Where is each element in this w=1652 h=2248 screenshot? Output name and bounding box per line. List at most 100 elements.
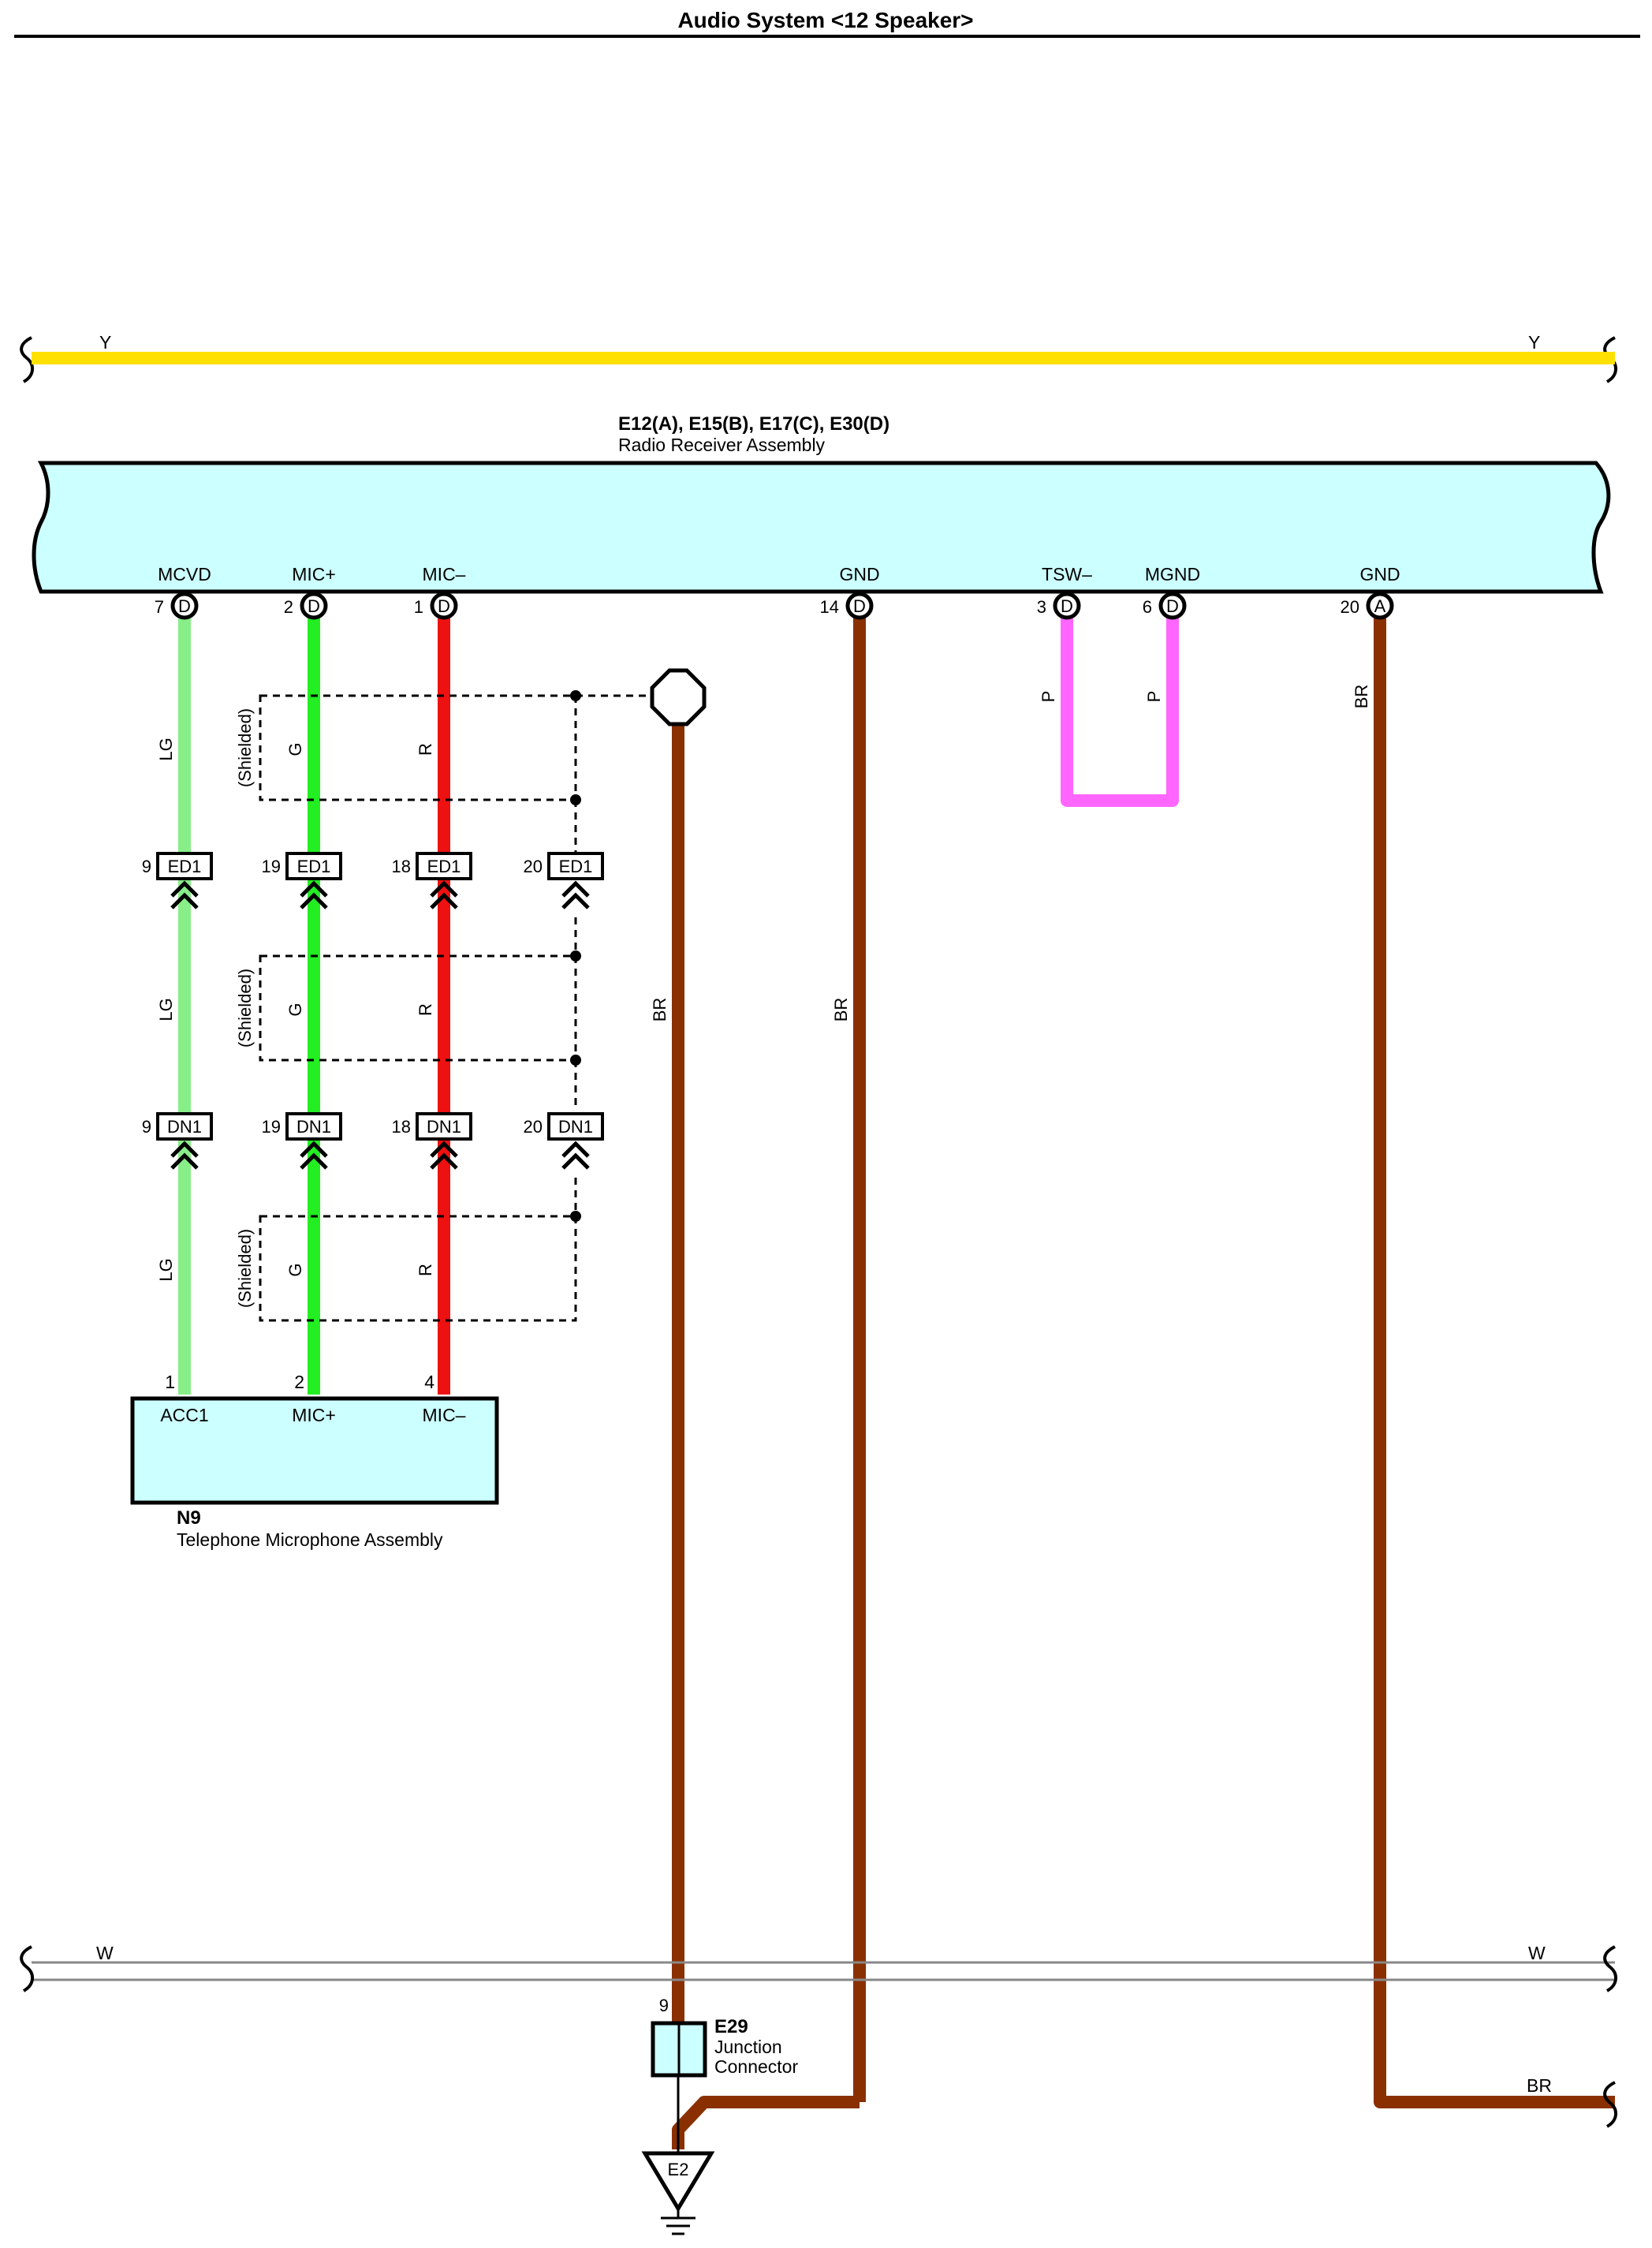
shield-group-1 <box>259 690 652 852</box>
pin-number: 3 <box>1037 597 1046 617</box>
wire-br-gnd20 <box>1374 618 1615 2108</box>
connector-box <box>547 1112 604 1141</box>
junction-pin: 9 <box>659 1996 669 2015</box>
connector-box <box>285 852 342 880</box>
shielded-label: (Shielded) <box>235 708 255 787</box>
mic-code: N9 <box>177 1507 201 1529</box>
wire-label-lg: LG <box>156 998 176 1021</box>
y-bus-label-left: Y <box>99 332 111 353</box>
terminal-letter: D <box>178 596 191 616</box>
connector-pin-number: 20 <box>524 1117 543 1137</box>
wire-label-lg: LG <box>156 738 176 760</box>
wire-br-merge <box>672 2096 860 2149</box>
terminal-circle <box>300 592 328 620</box>
page-title: Audio System <12 Speaker> <box>677 8 973 32</box>
connector-pin-number: 9 <box>142 1117 151 1137</box>
br-bus-label-right: BR <box>1527 2075 1552 2096</box>
mic-pin-name: MIC+ <box>292 1405 336 1425</box>
pin-number: 20 <box>1341 597 1359 617</box>
wire-label-br: BR <box>650 998 669 1022</box>
connector-pin-number: 19 <box>262 857 281 876</box>
wire-label-p: P <box>1144 691 1164 703</box>
radio-pin-name: TSW– <box>1042 564 1092 584</box>
mic-assembly-box <box>130 1396 499 1505</box>
connector-label: ED1 <box>559 857 593 876</box>
radio-pin-name: MGND <box>1145 564 1200 584</box>
ground-label: E2 <box>668 2160 689 2179</box>
wire-label-r: R <box>416 743 435 756</box>
mic-pin-number: 2 <box>294 1372 304 1392</box>
y-bus-label-right: Y <box>1528 332 1540 353</box>
connector-box <box>416 852 472 880</box>
wire-p-loop <box>1061 618 1179 807</box>
wire-label-g: G <box>285 1263 305 1276</box>
connector-label: DN1 <box>296 1117 331 1137</box>
radio-terminal-letters: D D D D D D A <box>178 596 1386 616</box>
ground-triangle <box>641 2151 715 2213</box>
wire-label-br: BR <box>831 998 851 1022</box>
connector-arrow <box>170 1141 590 1170</box>
mic-pin-name: ACC1 <box>160 1405 208 1425</box>
w-bus <box>20 1945 1617 2128</box>
junction-name-2: Connector <box>714 2056 798 2077</box>
wires <box>178 618 1615 2149</box>
terminal-letter: D <box>853 596 866 616</box>
shield-group-2 <box>259 917 581 1111</box>
connector-arrow <box>170 880 590 909</box>
ed1-labels: ED1 ED1 ED1 ED1 9 19 18 20 <box>142 857 593 876</box>
wire-label-lg: LG <box>156 1258 176 1281</box>
radio-pin-name: GND <box>1359 564 1400 584</box>
terminal-letter: D <box>1061 596 1073 616</box>
w-bus-label-left: W <box>96 1943 114 1963</box>
mic-pin-name: MIC– <box>423 1405 466 1425</box>
radio-pin-name: MIC– <box>423 564 466 584</box>
radio-terminals <box>170 592 1394 620</box>
radio-pin-name: MCVD <box>158 564 211 584</box>
radio-pin-name: MIC+ <box>292 564 336 584</box>
shielded-label: (Shielded) <box>235 1229 255 1308</box>
radio-name: Radio Receiver Assembly <box>618 435 826 455</box>
y-bus <box>20 336 1617 383</box>
shielded-label: (Shielded) <box>235 969 255 1047</box>
connector-box <box>156 1112 213 1141</box>
shield-ground-octagon <box>650 668 707 726</box>
junction-connector <box>651 2021 707 2078</box>
pin-number: 6 <box>1143 597 1152 617</box>
terminal-letter: D <box>308 596 320 616</box>
wire-label-r: R <box>416 1264 435 1276</box>
terminal-circle <box>1053 592 1081 620</box>
terminal-letter: D <box>1166 596 1179 616</box>
radio-pin-names: MCVD MIC+ MIC– GND TSW– MGND GND <box>158 564 1400 584</box>
connector-label: ED1 <box>168 857 202 876</box>
pin-number: 2 <box>284 597 293 617</box>
connector-box <box>285 1112 342 1141</box>
connector-pin-number: 20 <box>524 857 543 876</box>
dn1-labels: DN1 DN1 DN1 DN1 9 19 18 20 <box>142 1117 593 1137</box>
connector-box <box>156 852 213 880</box>
connector-label: ED1 <box>297 857 331 876</box>
pin-number: 7 <box>155 597 164 617</box>
junction-name-1: Junction <box>714 2037 782 2057</box>
connector-pin-number: 18 <box>392 1117 411 1137</box>
ed1-connectors <box>156 852 604 909</box>
connector-pin-number: 19 <box>262 1117 281 1137</box>
terminal-circle <box>1158 592 1187 620</box>
radio-pin-name: GND <box>839 564 879 584</box>
connector-label: DN1 <box>167 1117 202 1137</box>
terminal-circle <box>1366 592 1394 620</box>
wire-label-g: G <box>285 742 305 756</box>
radio-codes: E12(A), E15(B), E17(C), E30(D) <box>618 413 889 435</box>
connector-box <box>547 852 604 880</box>
connector-pin-number: 9 <box>142 857 151 876</box>
mic-pin-number: 1 <box>165 1372 175 1392</box>
pin-number: 1 <box>414 597 423 617</box>
radio-pin-numbers: 7 2 1 14 3 6 20 <box>155 597 1359 617</box>
connector-pin-number: 18 <box>392 857 411 876</box>
terminal-circle <box>845 592 874 620</box>
ground-icon <box>661 2209 695 2235</box>
junction-code: E29 <box>714 2016 748 2037</box>
wire-labels: LG G R (Shielded) LG G R (Shielded) LG G… <box>156 685 1371 1308</box>
connector-label: DN1 <box>558 1117 593 1137</box>
connector-box <box>416 1112 472 1141</box>
